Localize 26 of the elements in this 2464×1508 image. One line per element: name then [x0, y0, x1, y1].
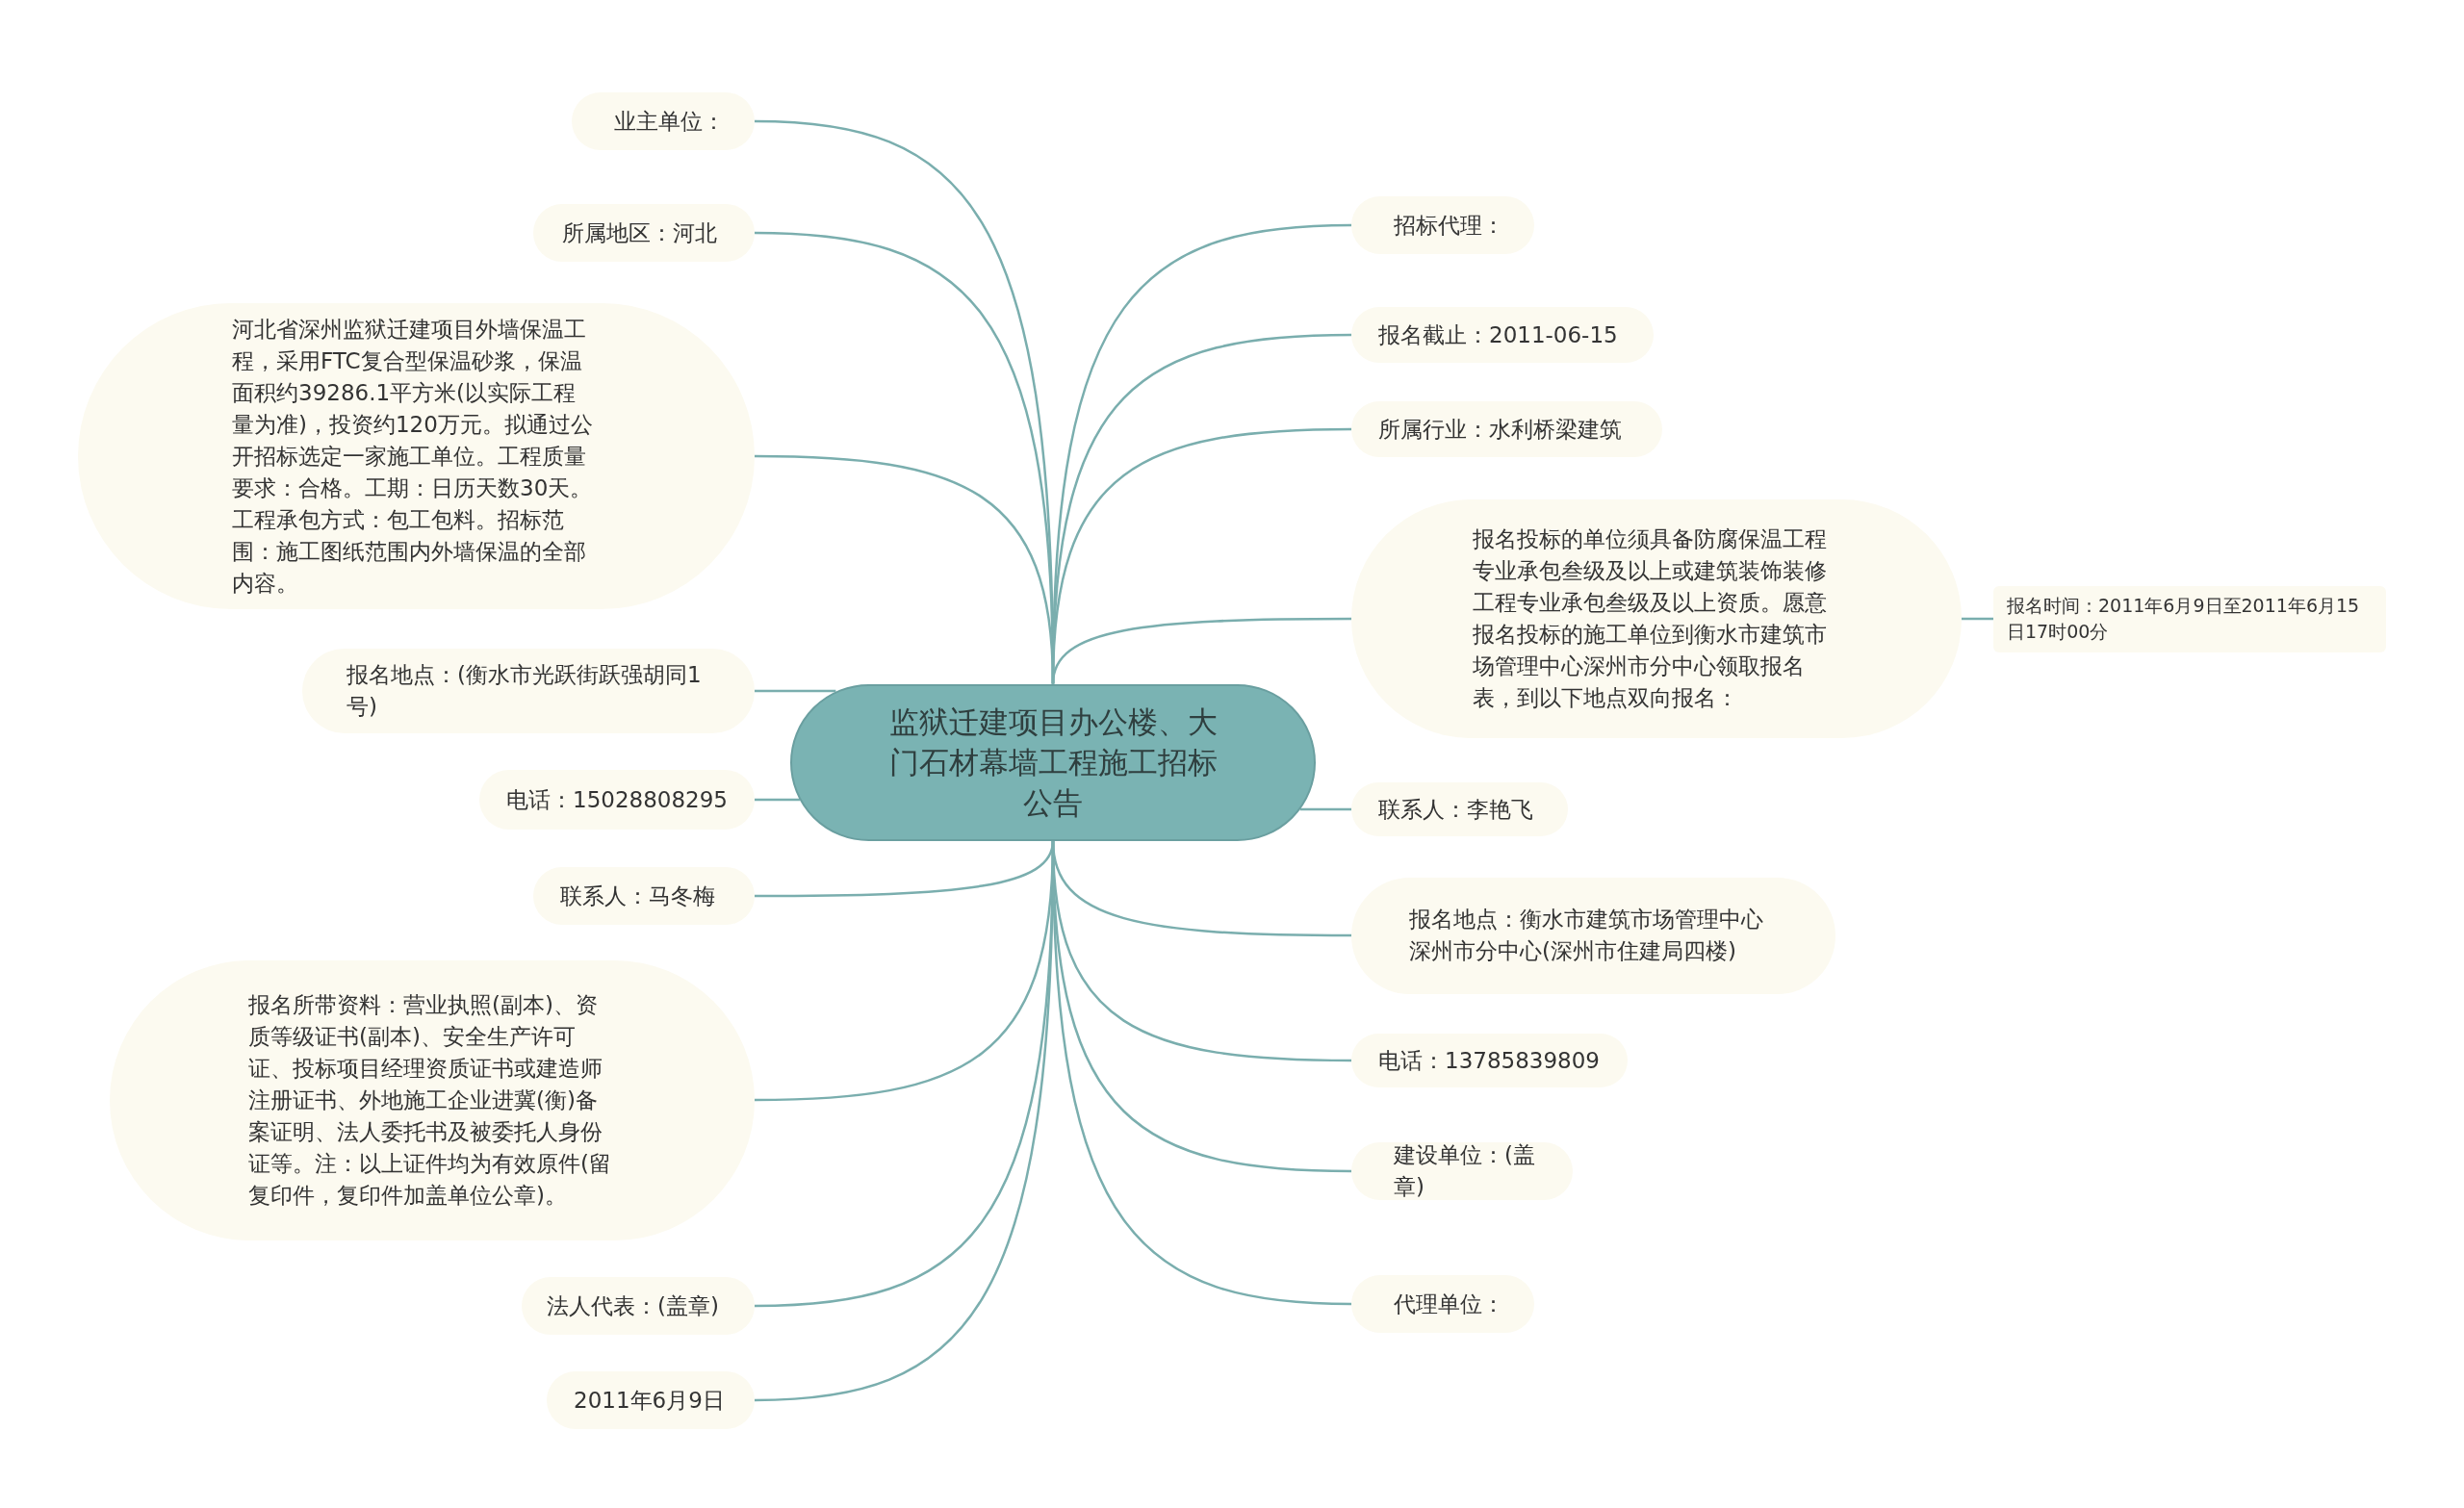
topic-bubble: 2011年6月9日 [547, 1371, 755, 1429]
central-topic: 监狱迁建项目办公楼、大门石材幕墙工程施工招标公告 [790, 683, 1316, 841]
topic-bubble: 电话：15028808295 [479, 770, 755, 830]
topic-bubble: 报名时间：2011年6月9日至2011年6月15日17时00分 [1993, 585, 2386, 652]
branch-line [1051, 840, 1352, 1306]
topic-bubble: 联系人：李艳飞 [1351, 782, 1568, 836]
topic-bubble: 法人代表：(盖章) [522, 1277, 755, 1335]
topic-bubble: 联系人：马冬梅 [533, 867, 755, 925]
topic-bubble: 业主单位： [572, 92, 755, 150]
topic-bubble: 报名投标的单位须具备防腐保温工程专业承包叁级及以上或建筑装饰装修工程专业承包叁级及以上资质。愿意报名投标的施工单位到衡水市建筑市场管理中心深州市分中心领取报名表，到以下地点双向报名： [1351, 499, 1962, 738]
topic-bubble: 报名所带资料：营业执照(副本)、资质等级证书(副本)、安全生产许可证、投标项目经理资质证书或建造师注册证书、外地施工企业进冀(衡)备案证明、法人委托书及被委托人身份证等。注：以上证件均为有效原件(留复印件，复印件加盖单位公章)。 [110, 959, 755, 1240]
branch-line [755, 689, 836, 693]
topic-bubble: 建设单位：(盖章) [1351, 1142, 1573, 1200]
branch-line [1962, 617, 1993, 621]
topic-bubble: 报名截止：2011-06-15 [1351, 307, 1654, 363]
topic-bubble: 电话：13785839809 [1351, 1034, 1628, 1087]
topic-bubble: 招标代理： [1351, 196, 1534, 254]
topic-bubble: 所属地区：河北 [533, 204, 755, 262]
branch-line [1051, 617, 1351, 684]
branch-line [1299, 807, 1351, 811]
topic-bubble: 代理单位： [1351, 1275, 1534, 1333]
topic-bubble: 报名地点：衡水市建筑市场管理中心深州市分中心(深州市住建局四楼) [1351, 877, 1835, 994]
topic-bubble: 报名地点：(衡水市光跃街跃强胡同1号) [302, 649, 755, 733]
topic-bubble: 河北省深州监狱迁建项目外墙保温工程，采用FTC复合型保温砂浆，保温面积约39286.1平方米(以实际工程量为准)，投资约120万元。拟通过公开招标选定一家施工单位。工程质量要求：合格。工期：日历天数30天。工程承包方式：包工包料。招标范围：施工图纸范围内外墙保温的全部内容。 [78, 303, 755, 609]
branch-line [755, 798, 800, 802]
topic-bubble: 所属行业：水利桥梁建筑 [1351, 401, 1662, 457]
